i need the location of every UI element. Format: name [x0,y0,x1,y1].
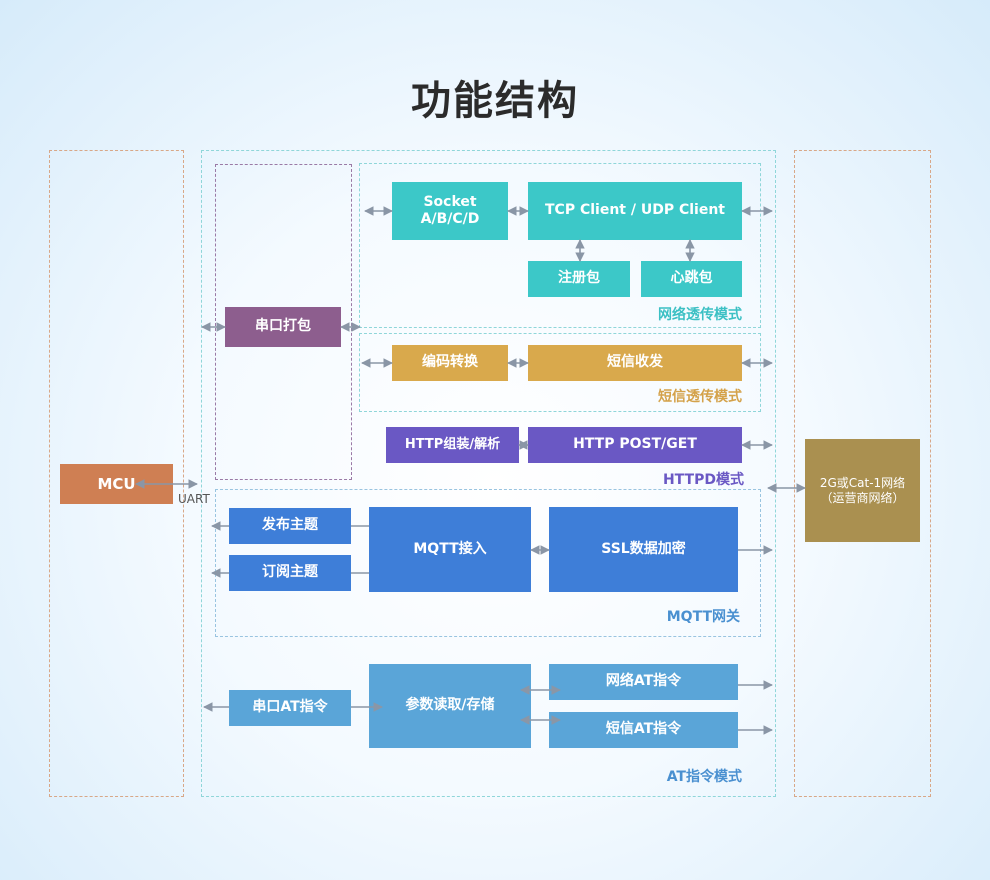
register-package-label: 注册包 [558,270,600,287]
http-assemble-box: HTTP组装/解析 [386,427,519,463]
network-box: 2G或Cat-1网络 （运营商网络） [805,439,920,542]
param-read-store-box: 参数读取/存储 [369,664,531,748]
sms-transparent-mode-label: 短信透传模式 [658,389,742,405]
ssl-encrypt-label: SSL数据加密 [601,540,686,557]
serial-pack-frame [215,164,352,480]
ssl-encrypt-box: SSL数据加密 [549,507,738,592]
httpd-mode-label: HTTPD模式 [662,472,744,488]
module-frame [201,150,776,797]
heartbeat-package-label: 心跳包 [670,270,713,287]
serial-pack-box: 串口打包 [225,307,341,347]
serial-at-box: 串口AT指令 [229,690,351,726]
network-transparent-mode-label: 网络透传模式 [658,307,742,323]
mqtt-gateway-frame [215,489,761,637]
at-command-mode-label: AT指令模式 [666,769,742,785]
encode-convert-box: 编码转换 [392,345,508,381]
sms-transparent-frame [359,333,761,412]
mqtt-access-box: MQTT接入 [369,507,531,592]
heartbeat-package-box: 心跳包 [641,261,742,297]
mqtt-gateway-label: MQTT网关 [666,609,740,625]
http-post-get-label: HTTP POST/GET [573,436,697,453]
tcp-udp-client-box: TCP Client / UDP Client [528,182,742,240]
http-assemble-label: HTTP组装/解析 [404,436,501,452]
publish-topic-box: 发布主题 [229,508,351,544]
network-label: 2G或Cat-1网络 （运营商网络） [819,475,906,505]
page-title: 功能结构 [411,78,579,124]
param-read-store-label: 参数读取/存储 [405,697,495,714]
sms-send-receive-label: 短信收发 [607,354,663,371]
tcp-udp-client-label: TCP Client / UDP Client [545,202,725,219]
sms-send-receive-box: 短信收发 [528,345,742,381]
socket-label: Socket A/B/C/D [420,193,480,228]
register-package-box: 注册包 [528,261,630,297]
socket-box: Socket A/B/C/D [392,182,508,240]
serial-at-label: 串口AT指令 [252,699,328,716]
sms-at-label: 短信AT指令 [605,721,682,738]
http-post-get-box: HTTP POST/GET [528,427,742,463]
mcu-side-frame [49,150,184,797]
serial-pack-label: 串口打包 [255,318,311,335]
uart-label: UART [178,492,210,506]
mcu-label: MCU [97,474,136,493]
subscribe-topic-box: 订阅主题 [229,555,351,591]
mqtt-access-label: MQTT接入 [413,540,487,557]
network-transparent-frame [359,163,761,328]
encode-convert-label: 编码转换 [422,354,478,371]
subscribe-topic-label: 订阅主题 [262,564,318,581]
network-side-frame [794,150,931,797]
network-at-box: 网络AT指令 [549,664,738,700]
sms-at-box: 短信AT指令 [549,712,738,748]
network-at-label: 网络AT指令 [605,673,682,690]
publish-topic-label: 发布主题 [262,517,318,534]
